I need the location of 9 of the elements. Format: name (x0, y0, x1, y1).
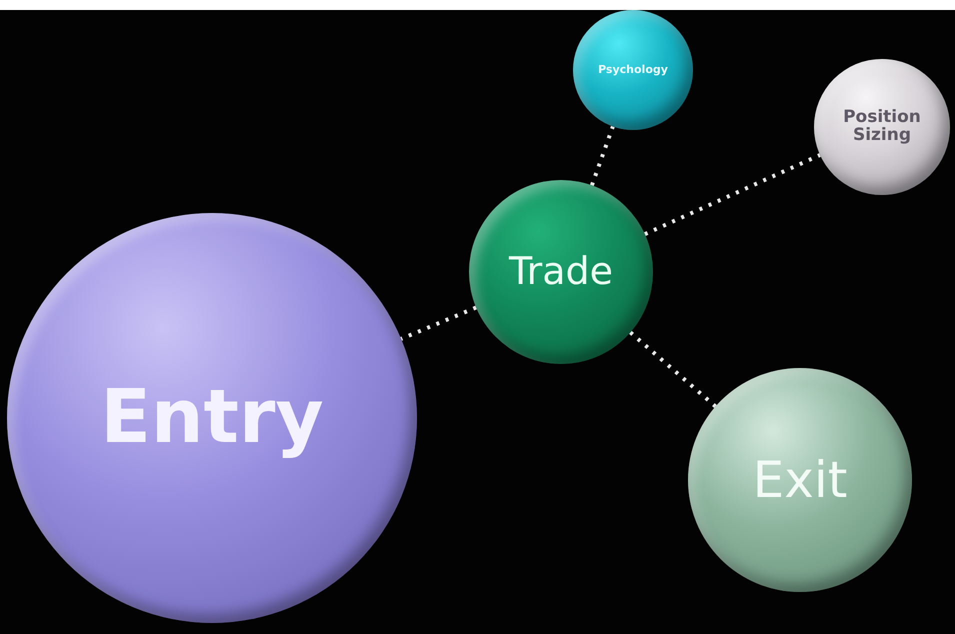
dotted-connector (629, 330, 717, 408)
dotted-connector (400, 306, 477, 341)
node-label: Position Sizing (842, 109, 922, 145)
dotted-connector (590, 126, 615, 186)
node-label: Exit (752, 454, 848, 506)
node-label: Psychology (597, 64, 669, 76)
dotted-connector (644, 153, 821, 236)
node-label: Entry (99, 379, 325, 457)
node-label: Trade (508, 252, 614, 292)
